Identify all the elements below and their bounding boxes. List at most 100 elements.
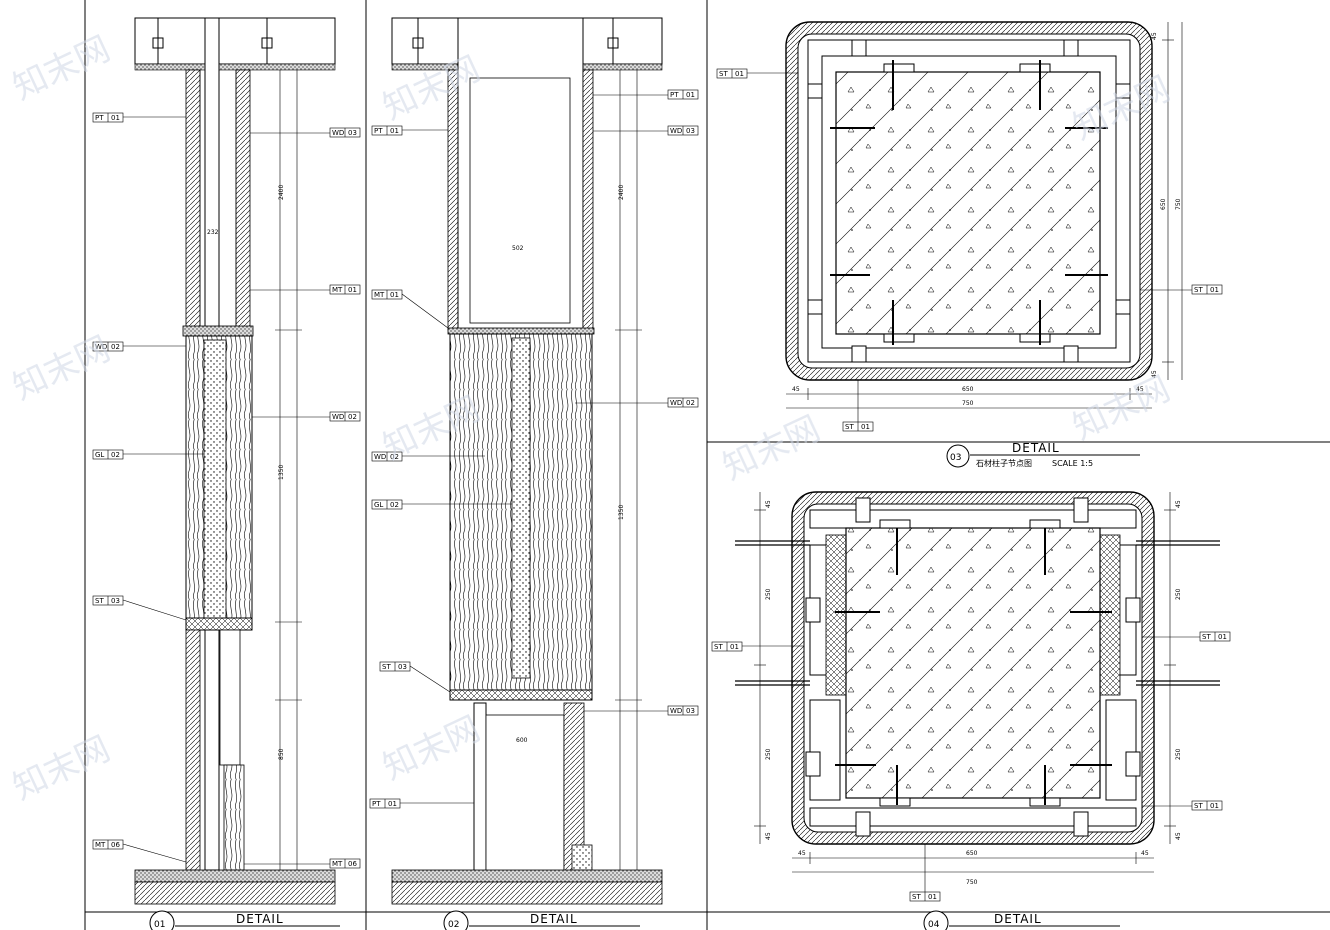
dim-upper: 2400 [278, 185, 285, 200]
dim-p04-l3: 250 [765, 748, 772, 760]
svg-text:WD: WD [332, 413, 344, 421]
svg-text:WD: WD [670, 127, 682, 135]
svg-text:01: 01 [111, 114, 120, 122]
svg-text:PT: PT [372, 800, 381, 808]
svg-text:PT: PT [95, 114, 104, 122]
elevation-01: 2400 1350 850 232 PT 01 WD 02 GL 02 [92, 17, 361, 930]
dim-p04-c: 45 [1141, 850, 1149, 857]
tag-st01-p03-bottom: ST 01 [842, 380, 874, 432]
dim-p04-total: 750 [966, 879, 978, 886]
svg-text:ST: ST [1194, 286, 1203, 294]
svg-text:ST: ST [382, 663, 391, 671]
svg-text:02: 02 [111, 451, 120, 459]
svg-text:ST: ST [95, 597, 104, 605]
svg-text:知末网: 知末网 [7, 729, 116, 808]
svg-text:01: 01 [348, 286, 357, 294]
svg-text:WD: WD [670, 707, 682, 715]
dim-width: 232 [207, 229, 219, 236]
tag-wd02-right: WD 02 [252, 411, 361, 422]
dim-low: 850 [278, 748, 285, 760]
dim-p03-r2: 650 [1160, 198, 1167, 210]
svg-text:ST: ST [719, 70, 728, 78]
dim-width-02: 502 [512, 245, 524, 252]
column-plan-04: 45 650 45 750 45 250 250 45 45 250 250 4… [711, 491, 1231, 930]
detail-bubble-03 [946, 444, 970, 468]
svg-text:02: 02 [111, 343, 120, 351]
svg-text:01: 01 [730, 643, 739, 651]
tag-st01-p04-right: ST 01 [1142, 631, 1231, 642]
dim-p03-a: 45 [792, 386, 800, 393]
tag-st01-p03-right: ST 01 [1140, 284, 1223, 295]
svg-text:01: 01 [1210, 286, 1219, 294]
tag-wd03-right: WD 03 [250, 127, 361, 138]
dim-mid-02: 1350 [618, 505, 625, 520]
dim-mid: 1350 [278, 465, 285, 480]
tag-wd02-left: WD 02 [92, 341, 186, 352]
svg-text:WD: WD [95, 343, 107, 351]
svg-text:06: 06 [348, 860, 357, 868]
svg-text:01: 01 [390, 291, 399, 299]
tag-st01-p03-left: ST 01 [716, 68, 798, 79]
svg-text:03: 03 [111, 597, 120, 605]
tag-st03-02: ST 03 [379, 661, 451, 693]
elevation-02: 502 600 2400 1350 PT 01 [369, 17, 699, 930]
detail-subtitle-03: 石材柱子节点图 [976, 458, 1032, 468]
column-plan-03: 45 650 45 750 45 650 45 750 ST 01 ST 01 … [716, 21, 1223, 468]
dim-p04-b: 650 [966, 850, 978, 857]
detail-number-01: 01 [154, 920, 165, 930]
svg-text:知末网: 知末网 [1067, 369, 1176, 448]
dim-p04-l4: 45 [765, 832, 772, 840]
tag-pt01-02r: PT 01 [593, 89, 699, 100]
svg-text:ST: ST [912, 893, 921, 901]
dim-p04-l2: 250 [765, 588, 772, 600]
svg-text:WD: WD [332, 129, 344, 137]
svg-text:03: 03 [686, 707, 695, 715]
dim-p04-r4: 45 [1175, 832, 1182, 840]
detail-bubble-04 [923, 910, 949, 930]
svg-text:知末网: 知末网 [717, 409, 826, 488]
detail-title-01: DETAIL [236, 912, 284, 926]
svg-text:ST: ST [845, 423, 854, 431]
tag-mt06-right: MT 06 [244, 858, 361, 869]
detail-number-02: 02 [448, 920, 459, 930]
svg-text:01: 01 [861, 423, 870, 431]
svg-text:01: 01 [388, 800, 397, 808]
tag-st01-p04-left: ST 01 [711, 641, 804, 652]
svg-text:02: 02 [390, 453, 399, 461]
svg-text:06: 06 [111, 841, 120, 849]
svg-text:01: 01 [686, 91, 695, 99]
tag-wd03-02r2: WD 03 [584, 705, 699, 716]
dim-p03-c: 45 [1136, 386, 1144, 393]
dim-p03-total: 750 [962, 400, 974, 407]
tag-pt01-02: PT 01 [371, 125, 448, 136]
tag-st03-left: ST 03 [92, 595, 187, 621]
svg-text:GL: GL [374, 501, 383, 509]
svg-text:ST: ST [714, 643, 723, 651]
dim-p03-b: 650 [962, 386, 974, 393]
dim-p04-l1: 45 [765, 500, 772, 508]
svg-text:03: 03 [348, 129, 357, 137]
svg-text:01: 01 [390, 127, 399, 135]
tag-st01-p04-right2: ST 01 [1142, 800, 1223, 811]
svg-text:03: 03 [686, 127, 695, 135]
svg-text:01: 01 [1218, 633, 1227, 641]
tag-mt01-02: MT 01 [371, 289, 449, 329]
svg-text:PT: PT [670, 91, 679, 99]
svg-text:知末网: 知末网 [7, 29, 116, 108]
detail-bubble-01 [149, 910, 175, 930]
svg-text:02: 02 [390, 501, 399, 509]
tag-pt01-left: PT 01 [92, 112, 186, 123]
sheet-frame [84, 0, 1330, 930]
detail-number-03: 03 [950, 453, 961, 463]
tag-mt06-left: MT 06 [92, 839, 187, 863]
detail-number-04: 04 [928, 920, 940, 930]
svg-text:MT: MT [332, 286, 343, 294]
tag-wd02-02r: WD 02 [575, 397, 699, 408]
svg-text:知末网: 知末网 [7, 329, 116, 408]
svg-text:02: 02 [348, 413, 357, 421]
svg-text:02: 02 [686, 399, 695, 407]
detail-title-04: DETAIL [994, 912, 1042, 926]
svg-text:03: 03 [398, 663, 407, 671]
svg-text:WD: WD [374, 453, 386, 461]
